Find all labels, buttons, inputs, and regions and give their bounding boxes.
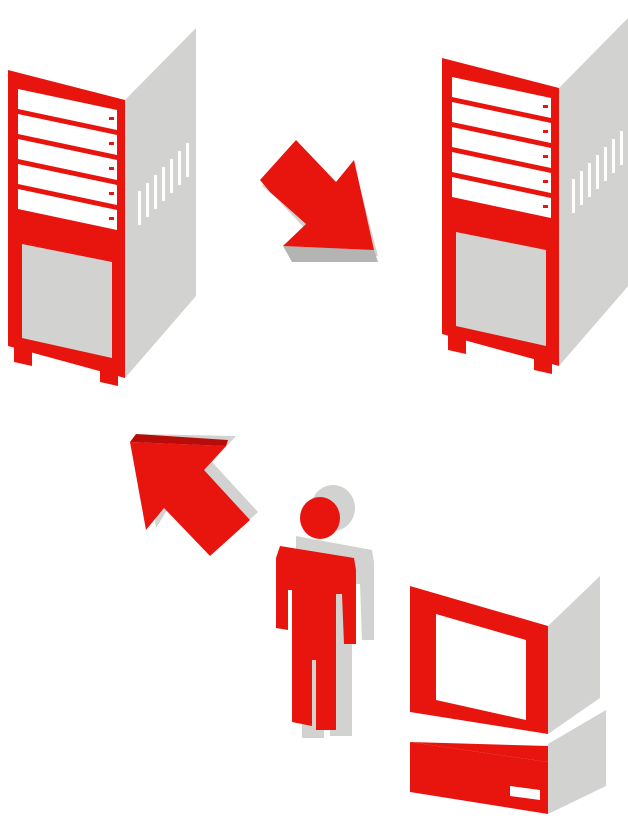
computer-terminal-icon bbox=[410, 576, 606, 814]
person-icon bbox=[276, 485, 374, 738]
server-lower-panel bbox=[22, 244, 112, 358]
server-side-panel bbox=[559, 16, 628, 366]
target-server bbox=[442, 16, 628, 374]
arrow-down-right-icon bbox=[260, 140, 378, 262]
flow-arrow-user-to-source bbox=[130, 434, 258, 556]
arrow-up-left-icon bbox=[130, 434, 258, 556]
server-lower-panel bbox=[456, 232, 546, 346]
server-drive-bays bbox=[452, 77, 551, 218]
user-figure bbox=[276, 485, 374, 738]
server-drive-bays bbox=[18, 89, 117, 230]
terminal-monitor-side bbox=[548, 576, 600, 734]
server-tower-icon bbox=[442, 16, 628, 374]
flow-arrow-source-to-target bbox=[260, 140, 378, 262]
client-terminal bbox=[410, 576, 606, 814]
server-tower-icon bbox=[8, 28, 196, 386]
server-side-panel bbox=[125, 28, 196, 378]
source-server bbox=[8, 28, 196, 386]
